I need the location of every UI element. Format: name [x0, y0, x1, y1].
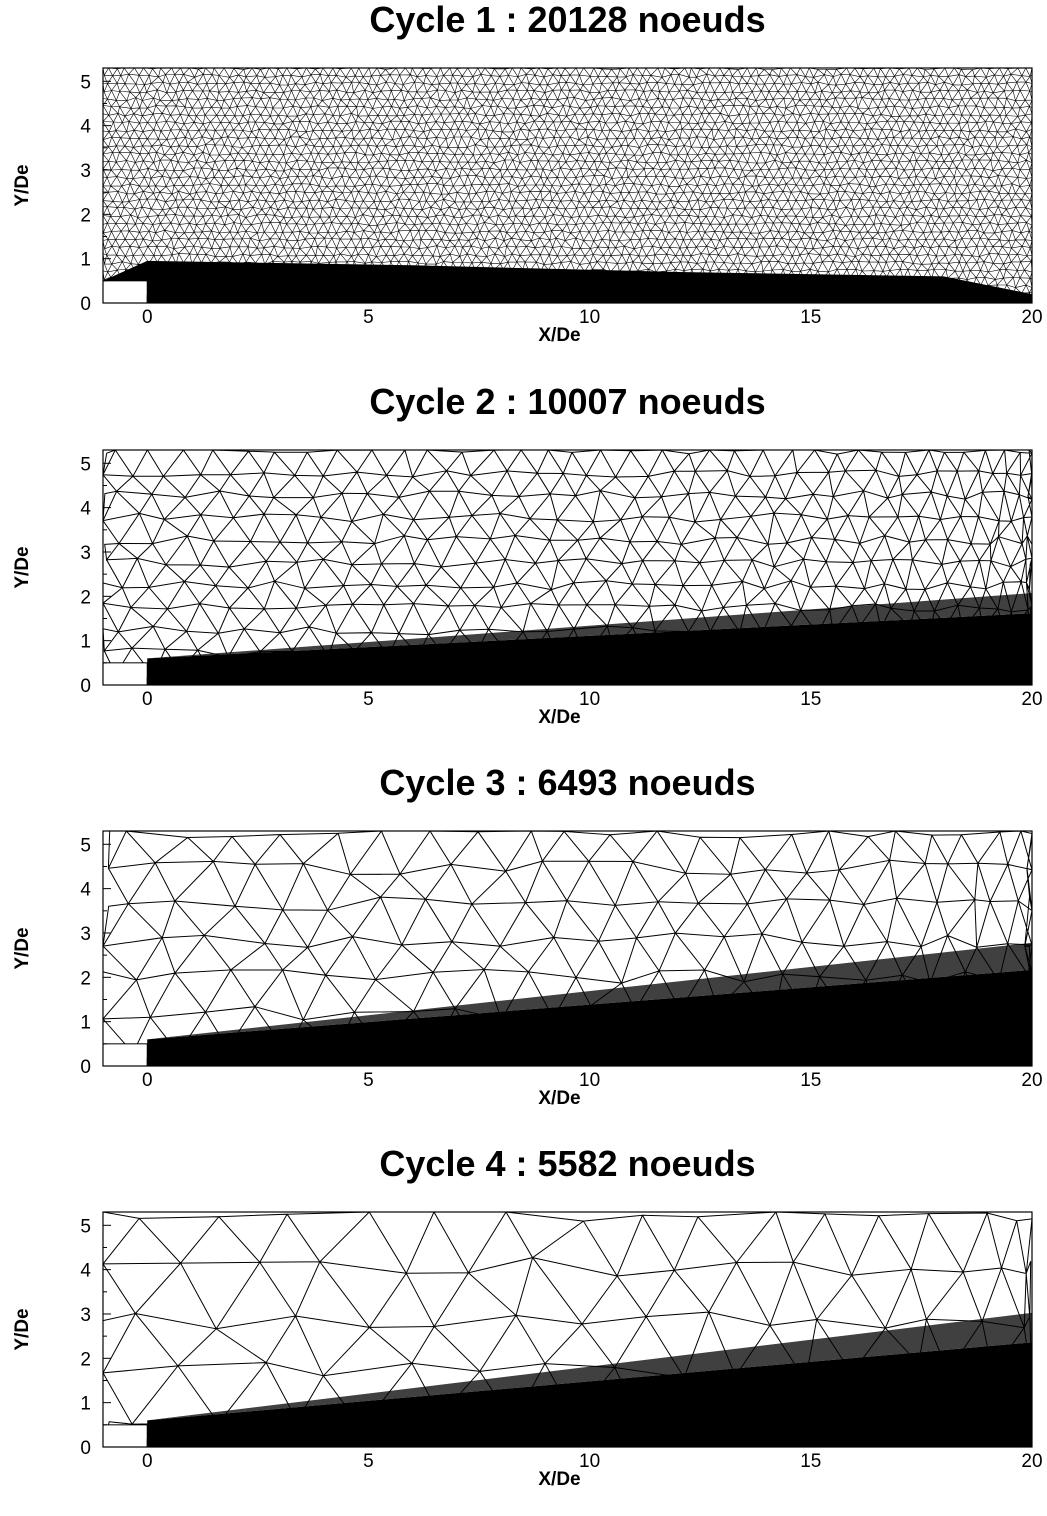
- x-tick-label: 0: [142, 689, 153, 710]
- y-tick-label: 0: [80, 1438, 91, 1459]
- x-tick-label: 0: [142, 1451, 153, 1472]
- y-tick-label: 3: [80, 924, 91, 945]
- plot-frame: [102, 830, 1033, 1067]
- y-tick-label: 1: [80, 632, 91, 653]
- y-tick-label: 4: [80, 880, 91, 901]
- y-axis-label: Y/De: [12, 927, 33, 969]
- dense-mesh-region: [147, 613, 1032, 685]
- mesh-plot: 0 5 10 15 20 0 1 2 3 4 5X/De Y/De: [12, 1211, 1043, 1490]
- x-axis-label: X/De: [538, 325, 580, 346]
- x-tick-label: 20: [1021, 1451, 1042, 1472]
- y-tick-label: 0: [80, 294, 91, 315]
- dense-mesh-region: [147, 1342, 1032, 1447]
- x-axis-label: X/De: [538, 1088, 580, 1109]
- y-axis-label: Y/De: [12, 164, 33, 206]
- x-tick-label: 15: [800, 307, 821, 328]
- x-tick-label: 10: [579, 307, 600, 328]
- mesh-lines: [103, 450, 1032, 685]
- x-tick-label: 20: [1021, 689, 1042, 710]
- y-tick-label: 2: [80, 205, 91, 226]
- y-tick-label: 5: [80, 72, 91, 93]
- y-axis-label: Y/De: [12, 546, 33, 588]
- nozzle-block: [102, 280, 148, 304]
- x-tick-label: 0: [142, 1070, 153, 1091]
- y-tick-label: 2: [80, 968, 91, 989]
- y-tick-label: 4: [80, 1261, 91, 1282]
- dense-mesh-region: [103, 260, 1032, 303]
- y-tick-label: 1: [80, 250, 91, 271]
- panel-title: Cycle 2 : 10007 noeuds: [369, 381, 766, 422]
- x-tick-label: 5: [363, 1070, 374, 1091]
- x-tick-label: 0: [142, 307, 153, 328]
- mesh-plot: 0 5 10 15 20 0 1 2 3 4 5X/De Y/De: [12, 449, 1043, 728]
- panel-title: Cycle 3 : 6493 noeuds: [379, 762, 756, 803]
- nozzle-block: [102, 662, 148, 686]
- y-tick-label: 4: [80, 499, 91, 520]
- mesh-plot: 0 5 10 15 20 0 1 2 3 4 5X/De Y/De: [12, 830, 1043, 1109]
- y-tick-label: 5: [80, 1216, 91, 1237]
- nozzle-block: [102, 1043, 148, 1067]
- mesh-lines: [103, 68, 1032, 303]
- panel-title: Cycle 4 : 5582 noeuds: [379, 1143, 756, 1184]
- y-tick-label: 2: [80, 1349, 91, 1370]
- x-tick-label: 5: [363, 1451, 374, 1472]
- nozzle-block: [102, 1424, 148, 1448]
- y-tick-label: 2: [80, 587, 91, 608]
- x-tick-label: 20: [1021, 1070, 1042, 1091]
- x-axis-label: X/De: [538, 1469, 580, 1490]
- y-tick-label: 3: [80, 1305, 91, 1326]
- x-tick-label: 10: [579, 689, 600, 710]
- x-tick-label: 10: [579, 1451, 600, 1472]
- x-axis-label: X/De: [538, 707, 580, 728]
- y-tick-label: 5: [80, 454, 91, 475]
- plot-frame: [102, 1211, 1033, 1448]
- mesh-lines: [103, 831, 1032, 1066]
- x-tick-label: 5: [363, 307, 374, 328]
- x-tick-label: 15: [800, 1451, 821, 1472]
- plot-frame: [102, 449, 1033, 686]
- y-tick-label: 0: [80, 1057, 91, 1078]
- dense-mesh-region: [147, 969, 1032, 1066]
- mesh-plot: 0 5 10 15 20 0 1 2 3 4 5X/De Y/De: [12, 67, 1043, 346]
- shear-layer-region: [147, 942, 1032, 1040]
- x-tick-label: 5: [363, 689, 374, 710]
- x-tick-label: 10: [579, 1070, 600, 1091]
- y-tick-label: 3: [80, 161, 91, 182]
- y-tick-label: 0: [80, 676, 91, 697]
- x-tick-label: 20: [1021, 307, 1042, 328]
- y-tick-label: 4: [80, 117, 91, 138]
- x-tick-label: 15: [800, 689, 821, 710]
- y-tick-label: 1: [80, 1394, 91, 1415]
- y-tick-label: 5: [80, 835, 91, 856]
- y-axis-label: Y/De: [12, 1308, 33, 1350]
- mesh-lines: [103, 1212, 1032, 1447]
- plot-frame: [102, 67, 1033, 304]
- y-tick-label: 1: [80, 1013, 91, 1034]
- x-tick-label: 15: [800, 1070, 821, 1091]
- y-tick-label: 3: [80, 543, 91, 564]
- panel-title: Cycle 1 : 20128 noeuds: [369, 0, 766, 40]
